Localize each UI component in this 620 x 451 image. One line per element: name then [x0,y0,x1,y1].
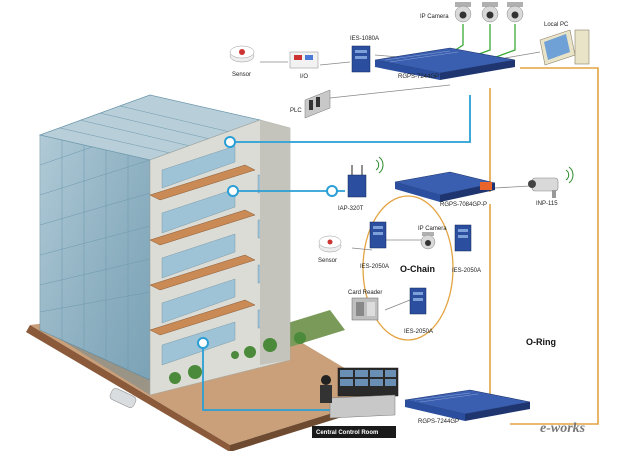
ip-camera-top-group[interactable] [454,2,524,23]
label-inp-115: INP-115 [536,201,558,207]
ies-2050a-left-switch[interactable] [369,221,387,249]
building [38,94,291,396]
label-sensor-top: Sensor [232,72,251,78]
control-room-screens[interactable] [320,367,399,419]
label-rgps-7084gp: RGPS-7084GP-P [440,202,487,208]
rgps-7244gp-bottom-switch[interactable] [404,389,531,421]
label-plc: PLC [290,108,302,114]
label-rgps-7244gp-top: RGPS-7244GP [398,74,439,80]
iap-320t-access-point[interactable] [347,165,367,198]
inp-115-camera[interactable] [528,177,559,198]
sensor-top-device[interactable] [229,45,255,63]
label-ip-camera-mid: IP Camera [418,226,447,232]
dome-camera-icon [481,2,499,23]
label-ies-2050a-right: IES-2050A [452,268,481,274]
label-local-pc: Local PC [544,22,569,28]
watermark-logo: e-works [540,421,586,436]
local-pc[interactable] [539,29,590,66]
ip-camera-mid[interactable] [420,232,436,250]
control-room-label-bar [312,426,396,438]
o-ring-line [489,67,599,425]
building-link-nodes [197,136,338,349]
label-ies-1080a: IES-1080A [350,36,379,42]
label-io: I/O [300,74,308,80]
io-module[interactable] [289,51,319,69]
wifi-icon [565,166,574,184]
ies-2050a-bottom-switch[interactable] [409,287,427,315]
dome-camera-icon [506,2,524,23]
label-ip-camera-top: IP Camera [420,14,449,20]
label-ies-2050a-left: IES-2050A [360,264,389,270]
label-o-ring: O-Ring [526,337,556,347]
label-iap-320t: IAP-320T [338,206,364,212]
sensor-mid-device[interactable] [318,235,342,253]
o-chain-ring [362,195,454,341]
landscaping [169,332,306,384]
label-control-room: Central Control Room [316,430,378,436]
plc-device[interactable] [304,89,331,119]
ies-2050a-right-switch[interactable] [454,224,472,252]
wifi-icon [375,156,384,174]
ies-1080a-switch[interactable] [351,45,371,73]
dome-camera-icon [454,2,472,23]
label-sensor-mid: Sensor [318,258,337,264]
card-reader-device[interactable] [351,297,379,321]
label-rgps-7244gp-bottom: RGPS-7244GP [418,419,459,425]
rgps-7244gp-top-switch[interactable] [374,0,516,80]
rgps-7084gp-switch[interactable] [394,171,496,202]
label-ies-2050a-bottom: IES-2050A [404,329,433,335]
car [109,388,137,408]
label-card-reader: Card Reader [348,290,382,296]
label-o-chain: O-Chain [400,264,435,274]
